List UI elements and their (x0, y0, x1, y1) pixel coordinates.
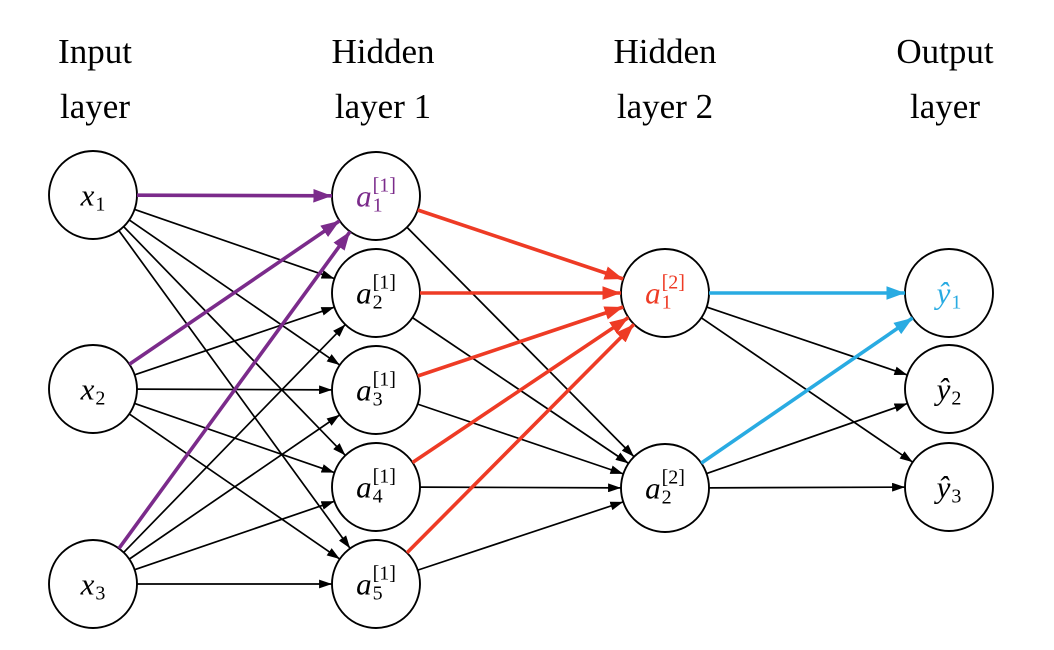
edge-x3-a3_1 (128, 414, 341, 560)
label-subscript: 3 (951, 485, 962, 507)
node-label-a1_1: a[1]1 (356, 174, 396, 217)
edge-x1-a1_1 (136, 188, 333, 203)
label-sup-sub: [1]3 (372, 368, 396, 411)
label-subscript: 3 (372, 389, 383, 411)
header-line: layer (60, 87, 130, 126)
label-subscript: 2 (372, 292, 383, 314)
edge-a3_1-a1_2 (417, 305, 624, 378)
label-base: a (356, 372, 372, 408)
label-subscript: 5 (372, 583, 383, 605)
edge-x1-a2_1 (134, 208, 335, 280)
node-label-a5_1: a[1]5 (356, 562, 396, 605)
header-line: Input (58, 32, 132, 71)
node-x2 (48, 344, 138, 434)
edge-a1_1-a1_2 (417, 208, 624, 281)
label-sup-sub: [2]2 (661, 466, 685, 509)
label-subscript: 2 (661, 487, 672, 509)
label-base: a (356, 178, 372, 214)
label-subscript: 1 (372, 195, 383, 217)
node-label-a2_2: a[2]2 (645, 466, 685, 509)
label-sup-sub: [1]1 (372, 174, 396, 217)
label-superscript: [1] (372, 174, 396, 197)
label-subscript: 2 (951, 387, 962, 409)
header-line: layer 2 (616, 87, 714, 126)
header-line: Output (896, 32, 994, 71)
label-base: x (80, 566, 95, 602)
node-y2 (904, 344, 994, 434)
label-base: a (645, 470, 661, 506)
edge-a2_2-y3 (708, 482, 906, 492)
edge-a4_1-a2_2 (419, 483, 622, 493)
node-label-a3_1: a[1]3 (356, 368, 396, 411)
edge-a2_2-y2 (706, 402, 908, 475)
label-subscript: 2 (95, 387, 106, 409)
edge-a5_1-a2_2 (417, 501, 624, 571)
label-base: x (80, 177, 95, 213)
label-base: a (356, 469, 372, 505)
node-label-a2_1: a[1]2 (356, 271, 396, 314)
label-subscript: 1 (661, 292, 672, 314)
layer-header-output: Output layer (896, 24, 993, 134)
label-superscript: [2] (661, 271, 685, 294)
label-subscript: 3 (95, 582, 106, 604)
label-base: a (645, 275, 661, 311)
header-line: layer (910, 87, 980, 126)
layer-header-input: Input layer (58, 24, 132, 134)
label-base: a (356, 566, 372, 602)
label-sup-sub: [1]4 (372, 465, 396, 508)
label-base: x (80, 371, 95, 407)
edge-a4_1-a1_2 (411, 316, 630, 464)
header-line: Hidden (331, 32, 435, 71)
edge-a1_2-y2 (706, 306, 908, 376)
label-sup-sub: [1]2 (372, 271, 396, 314)
edge-x3-a1_1 (117, 230, 352, 550)
header-line: layer 1 (334, 87, 432, 126)
edge-x3-a4_1 (134, 500, 335, 571)
node-label-a4_1: a[1]4 (356, 465, 396, 508)
label-superscript: [2] (661, 466, 685, 489)
label-subscript: 1 (95, 193, 106, 215)
edge-a2_2-y1 (700, 316, 914, 465)
layer-header-hidden-2: Hidden layer 2 (613, 24, 716, 134)
label-sup-sub: [2]1 (661, 271, 685, 314)
edge-a5_1-a1_2 (405, 322, 636, 555)
label-base: ŷ (936, 371, 951, 407)
label-superscript: [1] (372, 562, 396, 585)
edge-x3-a2_1 (123, 323, 346, 554)
edge-x2-a2_1 (134, 306, 335, 376)
edge-x2-a1_1 (128, 219, 341, 366)
label-base: a (356, 275, 372, 311)
label-subscript: 4 (372, 486, 383, 508)
header-line: Hidden (613, 32, 717, 71)
label-base: ŷ (936, 275, 951, 311)
node-a4_1 (331, 442, 421, 532)
node-x1 (48, 150, 138, 240)
label-superscript: [1] (372, 271, 396, 294)
label-superscript: [1] (372, 368, 396, 391)
label-sup-sub: [1]5 (372, 562, 396, 605)
label-base: ŷ (936, 469, 951, 505)
label-superscript: [1] (372, 465, 396, 488)
label-subscript: 1 (951, 291, 962, 313)
layer-header-hidden-1: Hidden layer 1 (331, 24, 434, 134)
node-label-a1_2: a[2]1 (645, 271, 685, 314)
